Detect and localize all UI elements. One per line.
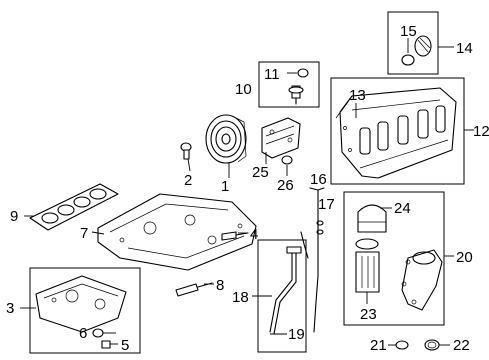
lower-oil-pan [35, 275, 127, 333]
oil-filler-cap [414, 35, 432, 57]
callout-11: 11 [264, 66, 280, 83]
gasket-set [29, 183, 119, 231]
callout-6: 6 [79, 325, 87, 342]
pulley-bolt [180, 142, 192, 160]
dipstick-tube [269, 246, 302, 335]
oil-filter-housing [401, 249, 443, 311]
callout-2: 2 [184, 172, 192, 189]
callout-20: 20 [456, 249, 473, 266]
drain-plug-sensor [175, 282, 213, 297]
box-12-13 [330, 77, 465, 185]
leader-7 [91, 231, 105, 235]
callout-16: 16 [310, 171, 327, 188]
cooler-seal [281, 155, 293, 165]
crankshaft-pulley [205, 114, 247, 164]
seal-22 [424, 339, 440, 351]
callout-4: 4 [250, 226, 258, 243]
callout-13: 13 [349, 87, 366, 104]
drain-plug [101, 340, 111, 349]
oil-pressure-sensor [288, 85, 304, 105]
oil-filter-element [355, 238, 380, 293]
valve-cover [339, 87, 457, 179]
seal-21 [395, 340, 409, 350]
dipstick-seal [316, 220, 324, 235]
upper-oil-pan [97, 193, 257, 271]
callout-8: 8 [216, 277, 224, 294]
callout-19: 19 [288, 326, 305, 343]
callout-3: 3 [6, 300, 14, 317]
callout-18: 18 [232, 289, 249, 306]
callout-1: 1 [221, 178, 229, 195]
callout-23: 23 [360, 306, 377, 323]
callout-24: 24 [394, 200, 411, 217]
callout-26: 26 [277, 177, 294, 194]
leader-2 [187, 158, 191, 172]
oil-cooler [261, 117, 301, 159]
filler-cap-seal [401, 54, 415, 66]
callout-5: 5 [121, 337, 129, 354]
box-20-23-24 [343, 191, 445, 326]
box-14-15 [387, 11, 439, 75]
callout-12: 12 [473, 123, 489, 140]
valve-cover-gasket [335, 101, 352, 152]
drain-plug-seal [92, 328, 104, 338]
callout-21: 21 [370, 337, 387, 354]
box-3-5-6 [29, 267, 141, 354]
callout-25: 25 [252, 164, 269, 181]
callout-7: 7 [80, 225, 88, 242]
callout-14: 14 [456, 40, 473, 57]
callout-17: 17 [318, 196, 335, 213]
box-10-11 [258, 61, 320, 108]
callout-22: 22 [453, 337, 470, 354]
sensor-seal [297, 68, 309, 78]
callout-15: 15 [400, 23, 417, 40]
oil-filter-cap [357, 204, 387, 233]
callout-10: 10 [235, 81, 252, 98]
callout-9: 9 [10, 208, 18, 225]
